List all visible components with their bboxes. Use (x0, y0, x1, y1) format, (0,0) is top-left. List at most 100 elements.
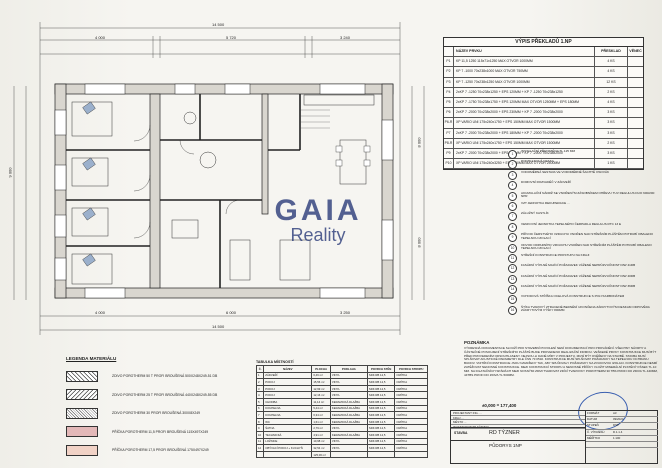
lintel-cell: 4 KS (595, 97, 628, 108)
title-meta-value: 09/2024 (613, 417, 624, 422)
top-dim: 4 000 (95, 35, 106, 40)
material-legend-title: LEGENDA MATERIÁLU (66, 356, 117, 361)
room-cell: 125,06 m² (311, 450, 331, 459)
watermark-logo: GAIA Reality (258, 196, 378, 245)
material-swatch (66, 370, 98, 382)
room-cell: 2 (255, 378, 265, 386)
room-cell: 4 (255, 391, 265, 399)
notes-body: VÝKRESNÁ DOKUMENTACE SLOUŽÍ PRO STAVEBNÍ… (464, 346, 658, 377)
room-cell: 12,99 m² (311, 384, 331, 393)
lintel-cell: 4 KS (595, 67, 628, 77)
title-meta-value: 1:100 (613, 435, 621, 440)
legend-number: 12 (508, 264, 517, 274)
material-legend-item: PŘÍČKA POROTHERM 11,5 PROFI BROUŠENÁ 115… (66, 423, 256, 442)
title-block: PROJEKTANT ING. ... KRAJ ... MĚSTO ... I… (450, 410, 658, 464)
room-cell: 4,91 m² (311, 430, 331, 439)
lintel-cell (628, 118, 643, 127)
room-cell: 10 (255, 430, 265, 439)
legend-number: 7 (508, 212, 517, 222)
legend-number: 2 (508, 160, 517, 170)
room-cell: 1,61 m² (311, 417, 331, 426)
room-cell: KERAMICKÁ DLAŽBA (329, 397, 368, 406)
room-cell (366, 450, 396, 459)
notes-title: POZNÁMKA (464, 340, 490, 345)
lintel-cell: 2xKP 7 -2000 70x238x2000 + EPS 230MM + K… (454, 108, 595, 118)
lintel-cell: KP 7 -1250 70x238x1250 MAX OTVOR 1000MM (454, 77, 595, 87)
header-cell: POVRCH STĚN (366, 365, 396, 373)
room-cell: 11 (255, 437, 265, 446)
legend-text: FASÁDNÍ VÝPLNĚ MAJÍCÍ POŽADAVEK VÁŽENÉ N… (521, 284, 636, 289)
title-meta-label: DATUM (587, 417, 598, 422)
material-label: ZDIVO POROTHERM 50 T PROFI BROUŠENÁ 500X… (112, 374, 218, 379)
lintel-schedule-title: VÝPIS PŘEKLADŮ 1.NP (444, 38, 643, 47)
room-cell: SDK RB 12,5 (366, 417, 396, 426)
title-meta-row: MĚŘÍTKO 1:100 (586, 436, 658, 442)
title-meta-label: Č. VÝKRESU (587, 429, 605, 434)
right-dim: 8 000 (416, 237, 422, 248)
lintel-cell: P1 (444, 57, 454, 67)
room-cell: OMÍTKA (394, 378, 428, 386)
header-cell: PODLAHA (329, 365, 368, 373)
lintel-cell: P8-R (444, 138, 454, 148)
room-cell: POKOJ (263, 378, 313, 386)
room-cell: 11,14 m² (311, 397, 331, 406)
room-cell: 12 (255, 444, 265, 452)
legend-text: FASÁDNÍ VÝPLNĚ MAJÍCÍ POŽADAVEK VÁŽENÉ N… (521, 273, 636, 278)
title-meta-row: DATUM 09/2024 (586, 417, 658, 424)
lintel-cell: P7 (444, 128, 454, 138)
title-meta-row: Č. VÝKRESU D.1.1.4 (586, 430, 658, 436)
room-cell: SDK RB 12,5 (366, 424, 396, 432)
room-cell: OMÍTKA (394, 417, 428, 426)
legend-number: 9 (508, 233, 517, 243)
bottom-overall-dim: 14 500 (212, 324, 225, 329)
legend-number: 6 (508, 201, 517, 211)
legend-text: ZÁLUŽNÝ KASTLÍK (521, 211, 549, 216)
material-label: ZDIVO POROTHERM 30 PROFI BROUŠENÁ 300X8X… (112, 411, 200, 416)
room-cell: OBÝVACÍ POKOJ + KUCHYŇ (263, 444, 313, 452)
room-cell: KERAMICKÁ DLAŽBA (329, 430, 368, 439)
room-cell: OMÍTKA (394, 430, 428, 439)
right-dim: 8 000 (416, 137, 422, 148)
title-meta-label: MĚŘÍTKO (587, 435, 601, 440)
header-cell: Č. (255, 365, 265, 373)
legend-text: STŘEŠNÍ KONSTRUKCE PROSTUPU NA KRAJI (521, 252, 590, 257)
title-meta-label: FORMÁT (587, 411, 600, 415)
title-meta-value: A3 (613, 411, 617, 415)
material-swatch (66, 407, 98, 419)
material-legend-item: ZDIVO POROTHERM 30 PROFI BROUŠENÁ 300X8X… (66, 404, 256, 423)
lintel-cell: XP VARIO UNI 175x240x1750 + EPS 150MM MA… (454, 118, 595, 128)
legend-text: INSTALAČNÍ PŘEDSTĚNA TL.125 MM (521, 149, 576, 153)
room-cell: 7 (255, 411, 265, 419)
title-meta-row: FORMÁT A3 (586, 411, 658, 418)
room-cell: VINYL (329, 378, 368, 386)
lintel-cell: 3 KS (595, 128, 628, 138)
header-cell: PLOCHA (311, 365, 331, 373)
room-cell: OMÍTKA (394, 404, 428, 413)
room-cell: POKOJ (263, 384, 313, 393)
title-meta-value: D.1.1.4 (613, 429, 623, 434)
room-row: 125,06 m² (255, 450, 428, 459)
room-cell: 6,34 m² (311, 411, 331, 419)
lintel-cell: P6-R (444, 118, 454, 128)
lintel-cell: P3 (444, 77, 454, 87)
room-cell: OMÍTKA (394, 371, 428, 380)
legend-number: 1 (508, 150, 517, 159)
title-meta-label (586, 442, 613, 447)
room-cell: ZÁDVEŘÍ (263, 371, 313, 380)
legend-text: DOMOVNÍ ROZVADĚČ V ZÁDVEŘÍ (521, 180, 571, 185)
